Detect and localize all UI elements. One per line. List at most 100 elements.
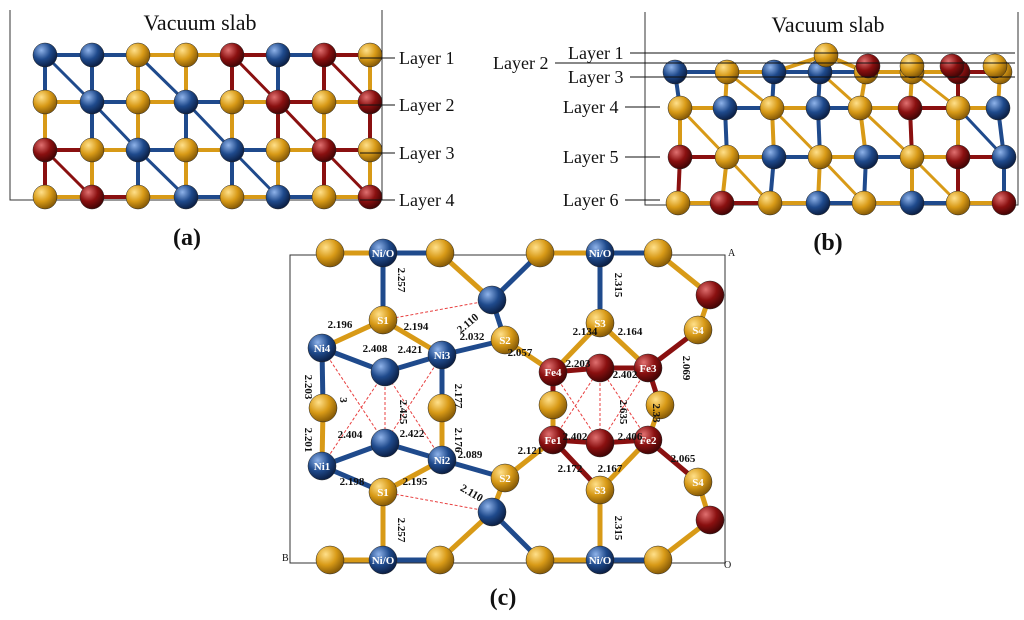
- distance-label: 2.196: [328, 319, 353, 331]
- dashed-bond: [599, 367, 649, 441]
- atom-s: [219, 184, 245, 210]
- dashed-bond: [384, 354, 443, 444]
- atom-ni1: [307, 451, 337, 481]
- atom-fe: [79, 184, 105, 210]
- atom-fe: [311, 42, 337, 68]
- layer-label-1: Layer 1: [568, 43, 623, 63]
- dashed-bond: [321, 371, 386, 467]
- atom-s: [714, 59, 740, 85]
- distance-label: 2.402: [563, 431, 588, 443]
- atom-fe: [695, 280, 725, 310]
- dashed-bond: [384, 371, 443, 461]
- atom-s: [125, 184, 151, 210]
- atom-label-nio-bot-2: Ni/O: [589, 555, 612, 567]
- atom-label-s1-bot: S1: [377, 487, 389, 499]
- dashed-bond: [552, 367, 601, 441]
- atom-fe: [695, 505, 725, 535]
- distance-label: 2.425: [397, 400, 409, 425]
- atom-s: [173, 137, 199, 163]
- atom-s: [32, 89, 58, 115]
- atoms-b: [662, 42, 1017, 216]
- atom-ni: [477, 497, 507, 527]
- atom-s4-bot: [683, 467, 713, 497]
- atom-ni: [805, 95, 831, 121]
- atom-fe1: [538, 425, 568, 455]
- atom-fe: [709, 190, 735, 216]
- atom-s: [125, 89, 151, 115]
- dashed-bond: [382, 491, 493, 513]
- distance-label: 2.203: [566, 358, 591, 370]
- distance-label: 2.257: [395, 268, 407, 293]
- atom-ni: [173, 184, 199, 210]
- atom-fe: [991, 190, 1017, 216]
- distance-label: 2.201: [302, 428, 314, 453]
- corner-label-o: O: [724, 560, 731, 571]
- atom-label-nio-top-2: Ni/O: [589, 248, 612, 260]
- atom-fe: [311, 137, 337, 163]
- distance-label: 2.194: [404, 321, 429, 333]
- atom-s: [425, 545, 455, 575]
- layer-label-5: Layer 5: [563, 147, 618, 167]
- atom-fe: [945, 144, 971, 170]
- atom-nio-bot-2: [585, 545, 615, 575]
- distance-label: 2.408: [363, 343, 388, 355]
- atom-label-s1-top: S1: [377, 315, 389, 327]
- atom-ni: [805, 190, 831, 216]
- atom-s: [945, 95, 971, 121]
- layer-label-3: Layer 3: [399, 143, 454, 163]
- atom-s: [425, 238, 455, 268]
- atom-ni: [265, 184, 291, 210]
- atom-fe: [357, 184, 383, 210]
- panel-label-a: (a): [173, 225, 201, 251]
- distance-label: 2.315: [612, 273, 624, 298]
- atom-s: [899, 144, 925, 170]
- panel-label-b: (b): [813, 230, 842, 256]
- dashed-bond: [321, 347, 386, 444]
- atom-s: [525, 238, 555, 268]
- atom-s: [308, 393, 338, 423]
- atom-label-ni1: Ni1: [314, 461, 331, 473]
- atom-ni: [477, 285, 507, 315]
- distance-label: 2.089: [458, 449, 483, 461]
- distance-label: 2.065: [671, 453, 696, 465]
- distance-label: 2.164: [618, 326, 643, 338]
- distance-label: 2.121: [518, 445, 543, 457]
- distance-label: 2.167: [598, 463, 623, 475]
- atom-s: [525, 545, 555, 575]
- atom-label-ni4: Ni4: [314, 343, 331, 355]
- atom-ni: [662, 59, 688, 85]
- atom-s3-top: [585, 308, 615, 338]
- atom-s: [759, 95, 785, 121]
- atom-s: [643, 545, 673, 575]
- atom-fe: [585, 428, 615, 458]
- atom-label-s4-bot: S4: [692, 477, 704, 489]
- atom-fe: [265, 89, 291, 115]
- atom-label-fe4: Fe4: [544, 367, 562, 379]
- panel-label-c: (c): [490, 585, 517, 611]
- distance-label: 2.172: [558, 463, 583, 475]
- atom-s: [645, 390, 675, 420]
- layer-label-4: Layer 4: [563, 97, 618, 117]
- vacuum-slab-title-b: Vacuum slab: [771, 12, 884, 37]
- layer-label-4: Layer 4: [399, 190, 454, 210]
- atom-label-s3-bot: S3: [594, 485, 606, 497]
- layer-label-6: Layer 6: [563, 190, 618, 210]
- atom-ni: [219, 137, 245, 163]
- bonds-a: [43, 53, 372, 199]
- distance-label: 2.203: [302, 375, 314, 400]
- atom-fe: [357, 89, 383, 115]
- atom-label-s2-top: S2: [499, 335, 511, 347]
- distance-label: 2.177: [452, 384, 464, 409]
- atom-ni: [899, 190, 925, 216]
- atom-fe: [667, 144, 693, 170]
- atom-s: [665, 190, 691, 216]
- atom-s: [311, 184, 337, 210]
- atom-label-ni2: Ni2: [434, 455, 451, 467]
- layer-label-2: Layer 2: [493, 53, 548, 73]
